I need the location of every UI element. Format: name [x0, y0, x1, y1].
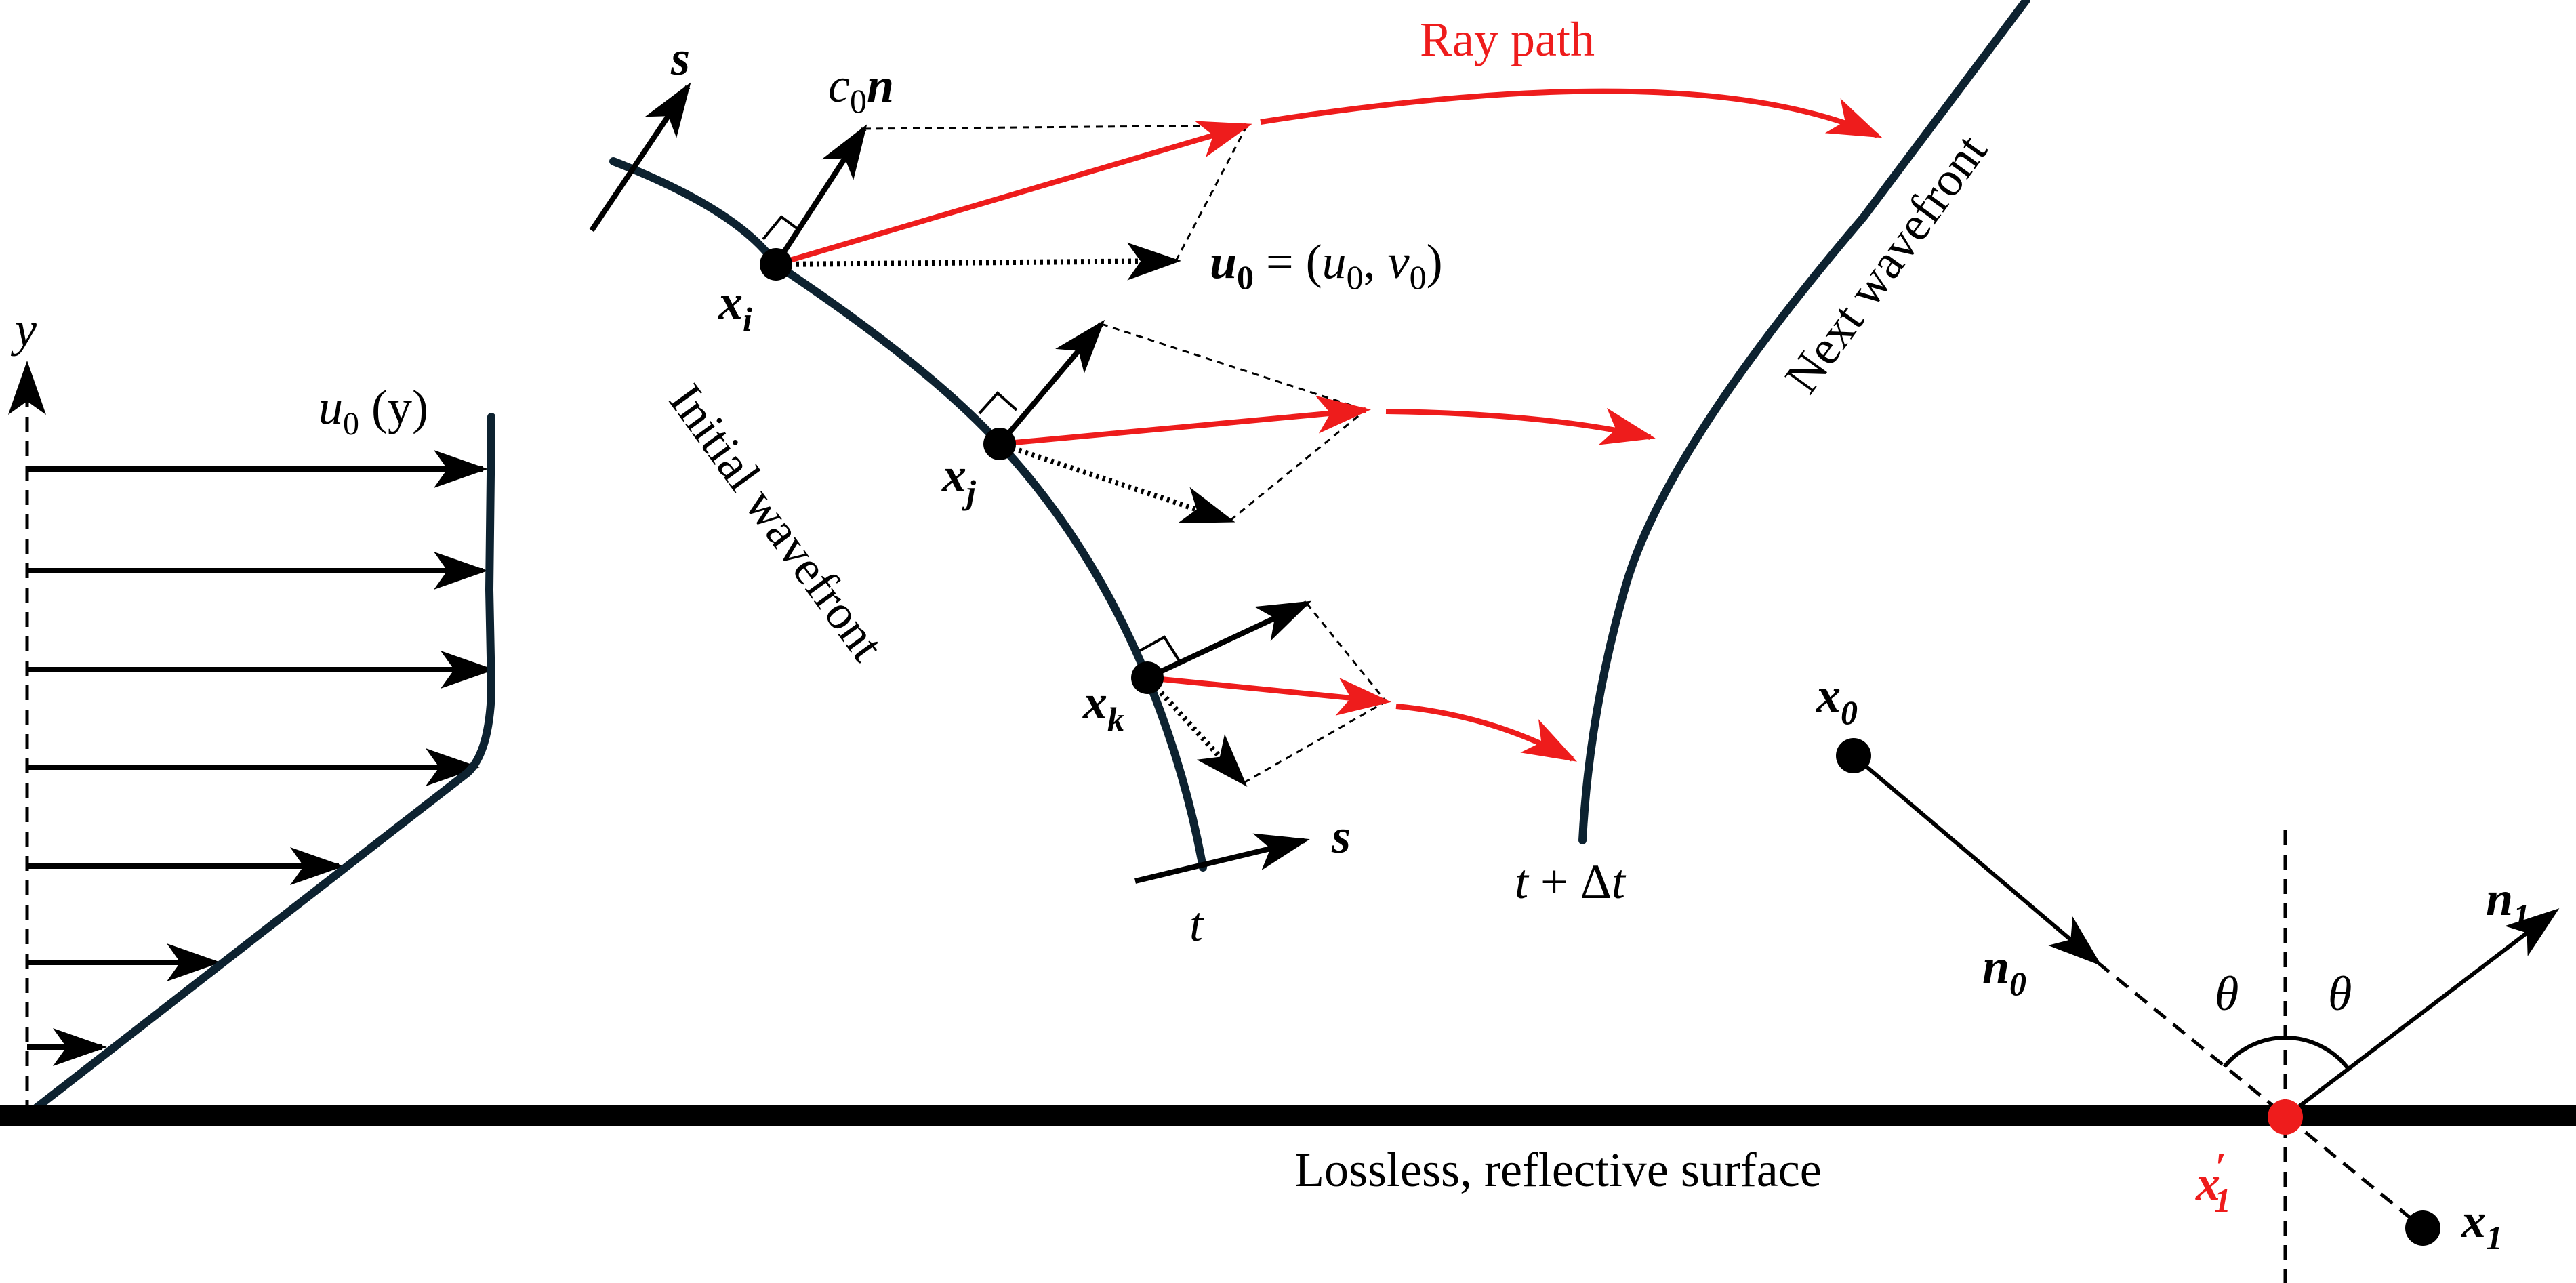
ray-paths: [1260, 88, 1883, 762]
ray-path-curve: [1260, 88, 1883, 138]
point-xi: [760, 248, 792, 281]
velocity-profile: y u0 (y): [7, 302, 496, 1119]
c0n-vector: [997, 319, 1105, 446]
reflective-surface-group: Lossless, reflective surface: [0, 1105, 2576, 1197]
label-xk: xk: [1082, 675, 1124, 738]
right-angle-marker: [978, 391, 1018, 415]
label-x0: x0: [1816, 668, 1858, 731]
theta-right-label: θ: [2328, 966, 2352, 1021]
point-xj: [983, 428, 1016, 460]
reflected-ray: [2284, 908, 2560, 1119]
angle-arc-right: [2285, 1036, 2350, 1070]
next-wavefront-label: Next wavefront: [1774, 124, 1997, 403]
surface-label: Lossless, reflective surface: [1294, 1143, 1822, 1197]
ray-vector: [775, 121, 1252, 267]
point-x1: [2405, 1210, 2440, 1246]
label-xj: xj: [941, 448, 977, 511]
u0-vector: [775, 242, 1181, 281]
profile-label: u0 (y): [319, 380, 428, 442]
label-x1-prime: x′1: [2195, 1145, 2231, 1219]
velocity-vectors: [27, 450, 495, 1066]
construction-line: [863, 124, 1248, 130]
t-label: t: [1189, 897, 1204, 952]
point-x0: [1836, 738, 1871, 773]
label-c0n: c0n: [828, 58, 894, 120]
label-n1: n1: [2486, 872, 2530, 935]
point-xk-group: xk: [1082, 600, 1391, 787]
right-angle-marker: [1139, 635, 1181, 662]
extension-line: [2096, 961, 2424, 1229]
c0n-vector: [773, 124, 867, 266]
label-x1: x1: [2461, 1194, 2503, 1257]
construction-line: [1101, 323, 1366, 411]
theta-left-label: θ: [2215, 966, 2238, 1021]
point-xk: [1131, 661, 1164, 694]
ray-path-curve: [1395, 704, 1578, 762]
s-label-bottom: s: [1331, 809, 1351, 863]
construction-line: [1305, 603, 1387, 702]
initial-wavefront-label: Initial wavefront: [659, 374, 895, 670]
construction-line: [1243, 700, 1387, 784]
label-xi: xi: [718, 275, 752, 338]
c0n-vector: [1146, 600, 1312, 680]
incident-ray: [1852, 754, 2102, 966]
next-wavefront: [1578, 0, 2030, 844]
image-point-x1-prime: [2268, 1099, 2303, 1135]
s-label-top: s: [670, 31, 690, 85]
reflective-surface: [0, 1105, 2576, 1126]
right-angle-marker: [762, 215, 801, 241]
ray-vector: [1147, 675, 1391, 716]
construction-line: [1229, 409, 1366, 522]
s-tangent-top: [589, 82, 691, 232]
u0-vector: [1145, 676, 1248, 787]
reflection-geometry: θ θ x0 n0 n1 x′1 x1: [1816, 668, 2560, 1283]
label-u0: u0 = (u0, v0): [1210, 235, 1443, 296]
angle-arc-left: [2222, 1036, 2286, 1068]
ray-vector: [999, 395, 1371, 447]
t-plus-dt-label: t + Δt: [1515, 855, 1627, 909]
initial-wavefront: [609, 157, 1207, 872]
y-axis-label: y: [10, 302, 37, 357]
label-n0: n0: [1982, 939, 2026, 1002]
point-xi-group: xi c0n u0 = (u0, v0): [718, 58, 1443, 338]
ray-path-curve: [1385, 407, 1656, 445]
point-xj-group: xj: [941, 319, 1371, 523]
velocity-profile-curve: [23, 413, 496, 1119]
next-wavefront-group: Next wavefront t + Δt: [1515, 0, 2030, 909]
ray-path-label: Ray path: [1420, 12, 1595, 66]
s-tangent-bottom: [1134, 833, 1310, 884]
